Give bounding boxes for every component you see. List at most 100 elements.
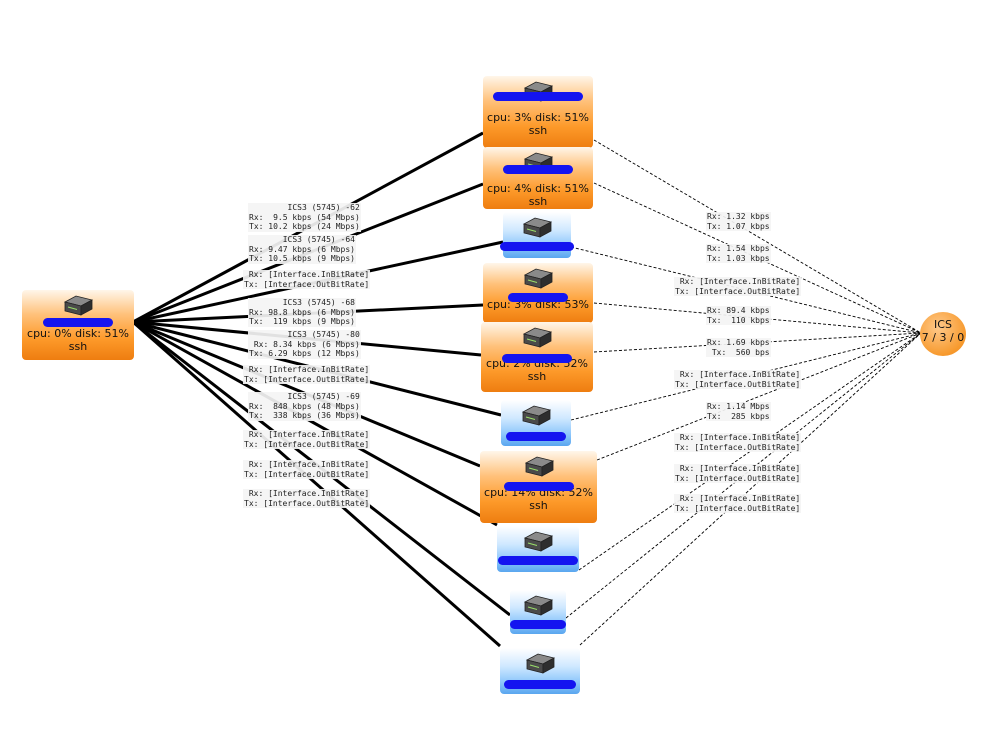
redacted-name xyxy=(506,432,566,441)
tx-rate: Tx: [Interface.OutBitRate] xyxy=(244,498,370,508)
redacted-name xyxy=(502,354,572,363)
right-link-label-9: Rx: [Interface.InBitRate]Tx: [Interface.… xyxy=(674,464,802,483)
redacted-name xyxy=(493,92,583,101)
device-node-1[interactable]: cpu: 3% disk: 51%ssh xyxy=(483,76,593,148)
rx-rate: Rx: 89.4 kbps xyxy=(707,306,770,315)
tx-rate: Tx: 338 kbps (36 Mbps) xyxy=(249,411,360,420)
device-node-8[interactable] xyxy=(497,526,579,572)
redacted-name xyxy=(500,242,574,251)
server-icon xyxy=(63,295,94,316)
tx-rate: Tx: [Interface.OutBitRate] xyxy=(244,374,370,384)
server-icon xyxy=(522,217,553,238)
right-link-1[interactable] xyxy=(593,139,922,334)
link-name: ICS3 (5745) -64 xyxy=(282,235,355,244)
rx-rate: Rx: 9.47 kbps (6 Mbps) xyxy=(249,244,355,254)
device-node-5[interactable]: cpu: 2% disk: 52%ssh xyxy=(481,322,593,392)
tx-rate: Tx: [Interface.OutBitRate] xyxy=(675,473,801,483)
right-link-10[interactable] xyxy=(579,332,922,646)
left-link-label-9: Rx: [Interface.InBitRate]Tx: [Interface.… xyxy=(243,460,371,479)
left-link-label-3: Rx: [Interface.InBitRate]Tx: [Interface.… xyxy=(243,270,371,289)
link-name: ICS3 (5745) -69 xyxy=(287,392,360,401)
tx-rate: Tx: 119 kbps (9 Mbps) xyxy=(249,317,355,326)
link-name: ICS3 (5745) -68 xyxy=(282,298,355,307)
left-link-label-10: Rx: [Interface.InBitRate]Tx: [Interface.… xyxy=(243,489,371,508)
tx-rate: Tx: [Interface.OutBitRate] xyxy=(244,279,370,289)
link-name: ICS3 (5745) -62 xyxy=(287,203,360,212)
tx-rate: Tx: [Interface.OutBitRate] xyxy=(675,286,801,296)
tx-rate: Tx: 1.03 kbps xyxy=(707,253,770,263)
link-name: ICS3 (5745) -80 xyxy=(287,330,360,339)
device-node-4[interactable]: cpu: 3% disk: 53% xyxy=(483,263,593,323)
node-stats: cpu: 4% disk: 51% xyxy=(487,182,589,195)
node-stats: cpu: 3% disk: 51% xyxy=(487,111,589,124)
server-icon xyxy=(522,327,553,348)
server-icon xyxy=(523,268,554,289)
device-node-7[interactable]: cpu: 14% disk: 52%ssh xyxy=(480,451,597,523)
center-device-node[interactable]: cpu: 0% disk: 51%ssh xyxy=(22,290,134,360)
left-link-label-8: Rx: [Interface.InBitRate]Tx: [Interface.… xyxy=(243,430,371,449)
redacted-name xyxy=(510,620,566,629)
rx-rate: Rx: [Interface.InBitRate] xyxy=(679,370,801,379)
node-protocol: ssh xyxy=(528,124,548,137)
right-link-label-8: Rx: [Interface.InBitRate]Tx: [Interface.… xyxy=(674,433,802,452)
node-stats: cpu: 0% disk: 51% xyxy=(27,327,129,340)
rx-rate: Rx: 848 kbps (48 Mbps) xyxy=(249,401,360,411)
rx-rate: Rx: [Interface.InBitRate] xyxy=(248,489,370,498)
node-protocol: ssh xyxy=(528,195,548,208)
tx-rate: Tx: [Interface.OutBitRate] xyxy=(244,469,370,479)
redacted-name xyxy=(503,482,574,491)
device-node-10[interactable] xyxy=(500,648,580,694)
redacted-name xyxy=(43,318,113,327)
rx-rate: Rx: 1.69 kbps xyxy=(707,338,770,347)
rx-rate: Rx: 9.5 kbps (54 Mbps) xyxy=(249,212,360,222)
node-protocol: ssh xyxy=(529,499,548,512)
tx-rate: Tx: 560 bps xyxy=(711,347,770,357)
server-icon xyxy=(521,405,552,426)
server-icon xyxy=(524,456,554,477)
tx-rate: Tx: [Interface.OutBitRate] xyxy=(244,439,370,449)
rx-rate: Rx: [Interface.InBitRate] xyxy=(248,270,370,279)
right-link-8[interactable] xyxy=(578,332,922,571)
rx-rate: Rx: 8.34 kbps (6 Mbps) xyxy=(253,339,360,349)
rx-rate: Rx: [Interface.InBitRate] xyxy=(248,365,370,374)
device-node-9[interactable] xyxy=(510,590,566,634)
right-link-7[interactable] xyxy=(596,332,922,461)
rx-rate: Rx: [Interface.InBitRate] xyxy=(679,277,801,286)
node-protocol: ssh xyxy=(527,370,547,383)
rx-rate: Rx: [Interface.InBitRate] xyxy=(679,494,801,503)
ics-counts: 7 / 3 / 0 xyxy=(921,331,965,344)
server-icon xyxy=(525,653,556,674)
device-node-3[interactable] xyxy=(500,212,574,258)
rx-rate: Rx: [Interface.InBitRate] xyxy=(679,433,801,442)
ics-title: ICS xyxy=(934,318,952,331)
device-node-2[interactable]: cpu: 4% disk: 51%ssh xyxy=(483,147,593,209)
server-icon xyxy=(523,595,554,616)
redacted-name xyxy=(498,556,578,565)
right-link-5[interactable] xyxy=(593,332,922,353)
rx-rate: Rx: 1.32 kbps xyxy=(707,212,770,221)
tx-rate: Tx: 1.07 kbps xyxy=(707,221,770,231)
redacted-name xyxy=(503,165,573,174)
rx-rate: Rx: 98.8 kbps (6 Mbps) xyxy=(249,307,355,317)
tx-rate: Tx: 285 kbps xyxy=(707,411,770,421)
left-link-8[interactable] xyxy=(132,320,498,527)
rx-rate: Rx: 1.14 Mbps xyxy=(707,402,770,411)
right-link-label-3: Rx: [Interface.InBitRate]Tx: [Interface.… xyxy=(674,277,802,296)
tx-rate: Tx: 10.2 kbps (24 Mbps) xyxy=(249,222,360,231)
left-link-10[interactable] xyxy=(132,320,501,648)
rx-rate: Rx: [Interface.InBitRate] xyxy=(679,464,801,473)
tx-rate: Tx: 6.29 kbps (12 Mbps) xyxy=(249,349,360,358)
device-node-6[interactable] xyxy=(501,400,571,446)
server-icon xyxy=(523,531,554,552)
tx-rate: Tx: [Interface.OutBitRate] xyxy=(675,379,801,389)
